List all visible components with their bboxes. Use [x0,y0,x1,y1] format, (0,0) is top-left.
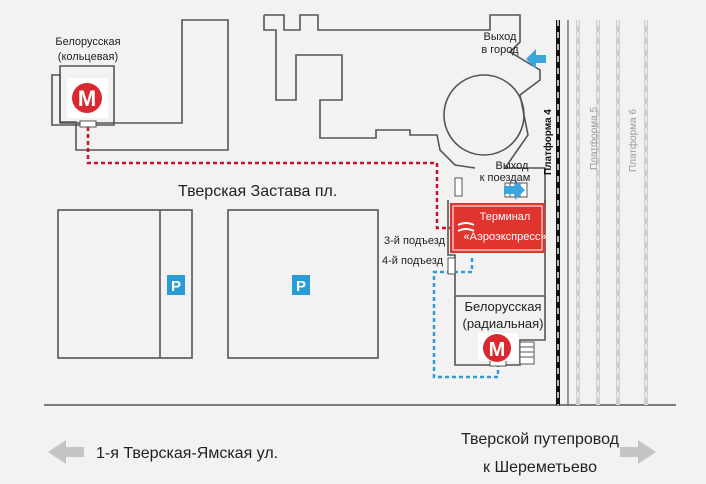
parking-icon: P [292,275,310,295]
metro-radialnaya-label-1: Белорусская [465,299,542,314]
door-entrance-4 [447,257,456,275]
street-right-arrow-icon [620,440,656,464]
platform-6-label: Платформа 6 [627,108,639,172]
metro-koltsevaya-label-2: (кольцевая) [58,51,118,63]
rotunda [443,74,525,156]
exit-trains-label-1: Выход [496,160,529,172]
aeroexpress-logo-icon [457,222,475,232]
terminal-building [447,200,546,297]
terminal-label-1: Терминал [480,211,531,223]
entrance-4-label: 4-й подъезд [382,255,444,267]
svg-text:M: M [78,86,96,111]
street-right-label-1: Тверской путепровод [461,431,620,448]
aeroexpress-terminal: Терминал «Аэроэкспресс» [450,203,546,253]
street-left-arrow-icon [48,440,84,464]
exit-city-label-1: Выход [484,31,517,43]
route-red [86,127,452,230]
building-koltsevaya-main [59,65,115,124]
door-entrance-3 [454,177,463,197]
svg-text:M: M [489,339,506,361]
parking-icon: P [167,275,185,295]
entrance-3-label: 3-й подъезд [384,235,446,247]
square-label: Тверская Застава пл. [178,183,337,200]
door-koltsevaya [79,120,97,128]
exit-trains-label-2: к поездам [480,172,531,184]
svg-text:P: P [171,278,181,295]
metro-koltsevaya: M [67,78,108,118]
parking-block-right [227,209,379,359]
station-building-outline [263,14,546,205]
platform-4-label: Платформа 4 [542,109,554,175]
svg-text:P: P [296,278,306,295]
exit-trains-arrow-icon [504,180,525,200]
stairs [519,341,535,365]
metro-icon: M [483,334,511,362]
street-left-label: 1-я Тверская-Ямская ул. [96,445,278,462]
platform-5-label: Платформа 5 [588,106,600,170]
metro-radialnaya-label-2: (радиальная) [462,316,543,331]
exit-city-arrow-icon [526,49,546,69]
metro-icon: M [72,83,102,113]
street-right-label-2: к Шереметьево [483,459,597,476]
parking-block-left [57,209,193,359]
metro-koltsevaya-label-1: Белорусская [55,36,120,48]
terminal-label-2: «Аэроэкспресс» [464,231,547,243]
exit-city-label-2: в город [481,44,519,56]
metro-radialnaya: M [478,333,518,362]
